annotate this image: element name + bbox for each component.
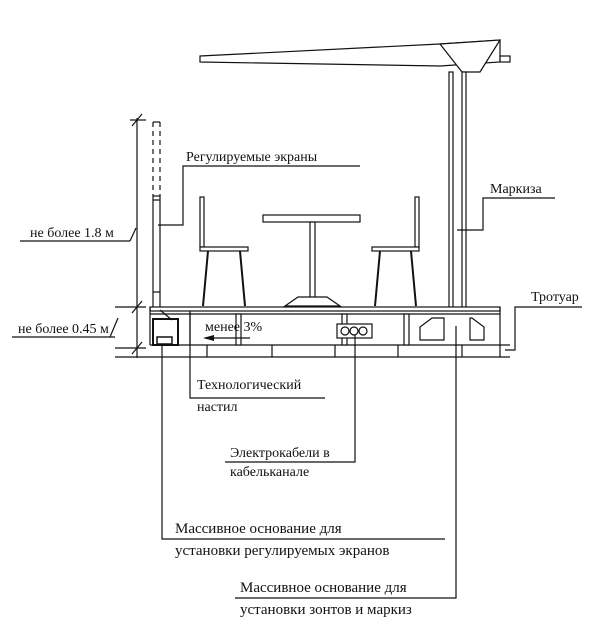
label-cables-line2: кабельканале [230,465,309,480]
label-awning-base-line2: установки зонтов и маркиз [240,602,412,618]
adjustable-screen [152,121,161,311]
sidewalk-leader [505,306,582,351]
awning-base-leader [235,326,457,599]
label-deck-line1: Технологический [197,378,302,393]
screens-leader [158,165,360,226]
label-screen-base-line2: установки регулируемых экранов [175,543,389,559]
awning-leader [457,197,555,231]
label-slope: менее 3% [205,320,262,335]
table [262,214,361,307]
label-awning: Маркиза [490,182,542,197]
dimension-line [12,113,146,358]
chair-left [199,196,249,307]
label-max-height-screen: не более 1.8 м [30,226,114,241]
label-max-height-deck: не более 0.45 м [18,322,109,337]
label-cables-line1: Электрокабели в [230,446,330,461]
awning [199,39,511,311]
screen-base-leader [161,345,445,540]
label-deck-line2: настил [197,400,238,415]
label-screen-base-line1: Массивное основание для [175,521,342,537]
cables-leader [225,335,356,463]
screen-base-box [152,309,179,346]
chair-right [371,196,420,307]
deck-leader [189,312,325,399]
label-sidewalk: Тротуар [531,290,579,305]
label-screens: Регулируемые экраны [186,150,318,165]
slope-arrow [203,335,250,341]
label-awning-base-line1: Массивное основание для [240,580,407,596]
